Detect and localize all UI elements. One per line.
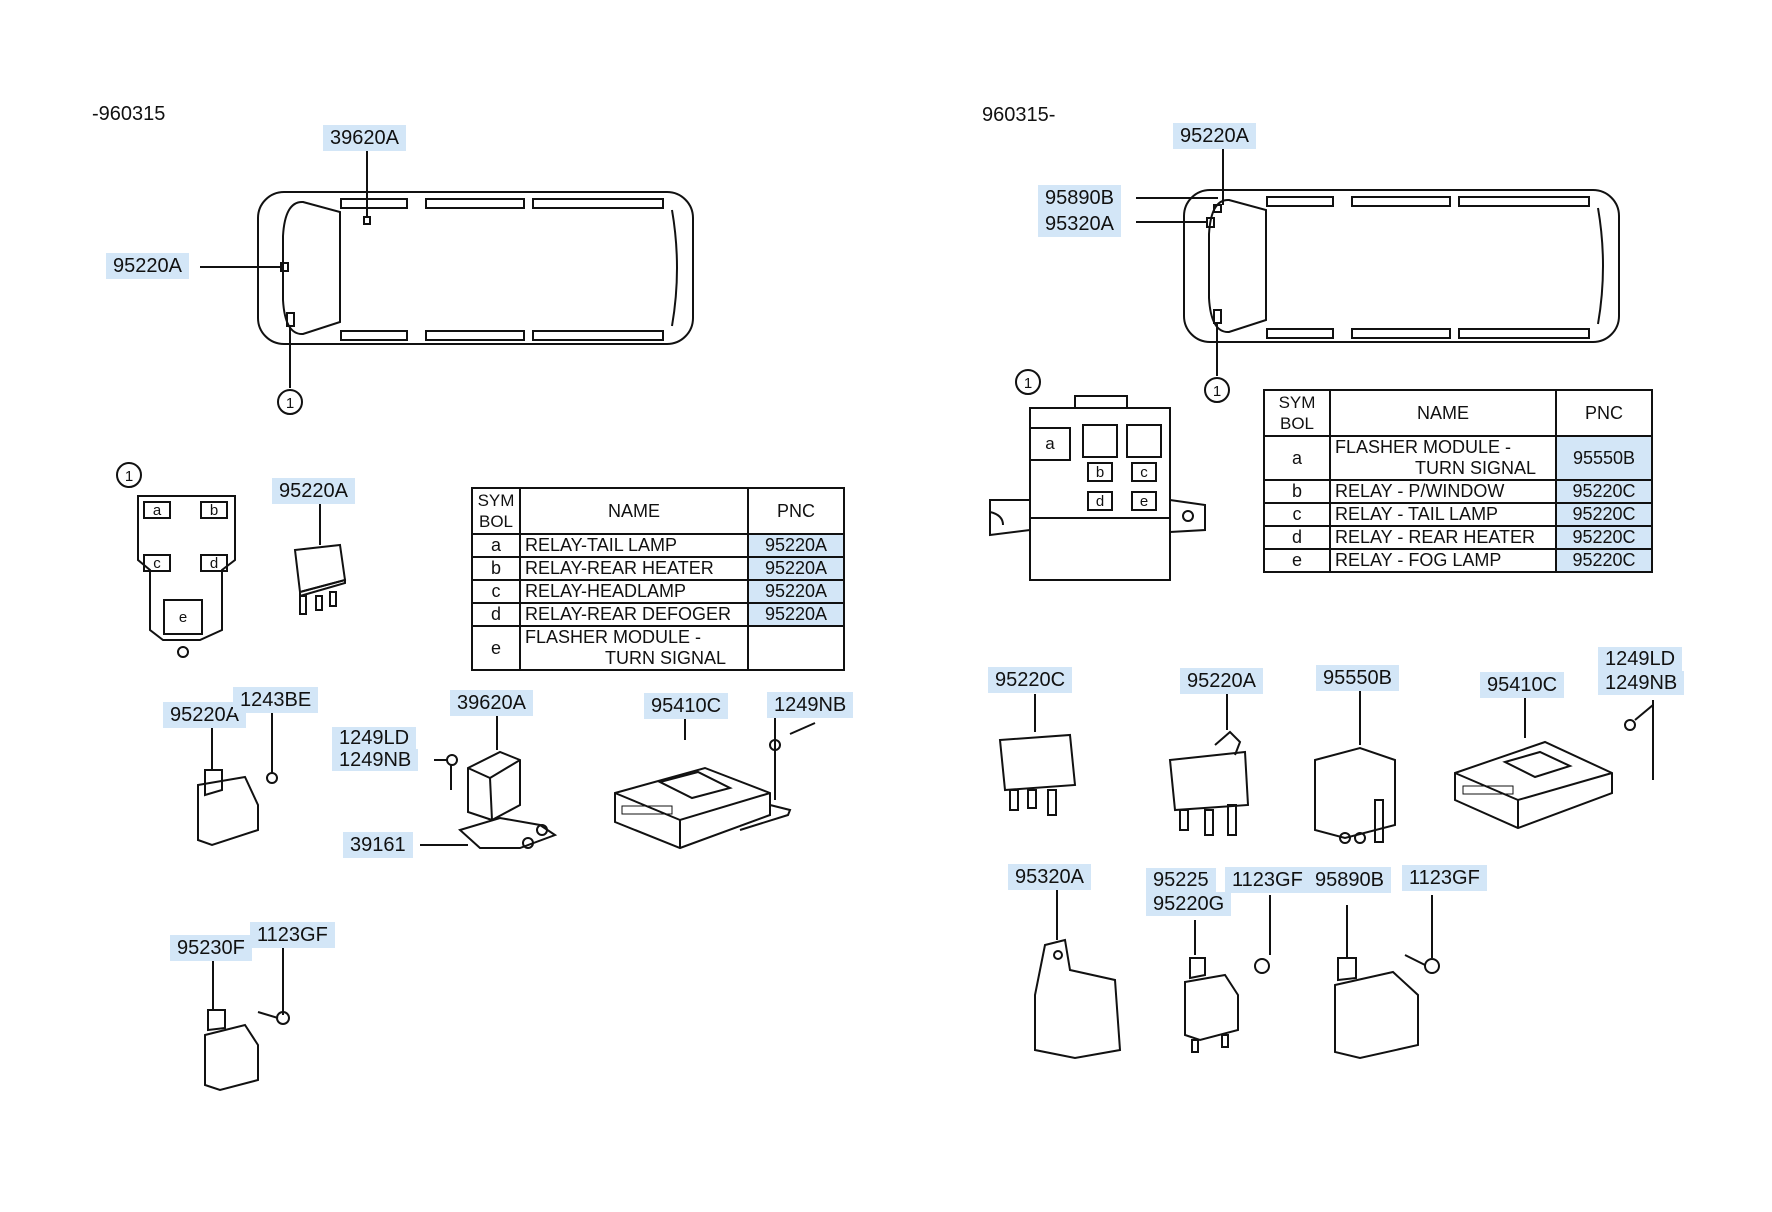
table-header-name: NAME: [519, 487, 749, 535]
relay-95890b-part: [1334, 895, 1440, 1060]
pnc-cell[interactable]: 95220A: [747, 556, 845, 581]
module-connector-pins: [1462, 785, 1514, 795]
flasher-module-part: [1314, 684, 1396, 844]
part-label-39161[interactable]: 39161: [343, 832, 413, 858]
relay-box-left: [116, 462, 236, 658]
period-label-right: 960315-: [982, 104, 1056, 126]
part-label-1243be[interactable]: 1243BE: [233, 687, 319, 713]
relay-slot-e: e: [179, 609, 187, 626]
horn-relay-part: [420, 713, 558, 849]
part-label-39620a[interactable]: 39620A: [323, 125, 406, 151]
part-label-39620a[interactable]: 39620A: [450, 690, 533, 716]
part-label-95320a[interactable]: 95320A: [1008, 864, 1091, 890]
pnc-cell[interactable]: 95220A: [747, 579, 845, 604]
control-module-right: [1454, 686, 1654, 830]
callout-circle: [277, 389, 303, 415]
relay-slot-d: d: [1096, 493, 1104, 510]
relay-slot-c: c: [153, 555, 161, 572]
relay-95225-part: [1184, 895, 1271, 1053]
callout-number: 1: [1213, 383, 1221, 400]
pnc-cell[interactable]: 95220A: [747, 602, 845, 627]
relay-bracket-part-left: [197, 713, 278, 847]
relay-95220c-part: [998, 694, 1077, 816]
relay-slot-a: a: [1045, 434, 1055, 453]
period-label-left: -960315: [92, 103, 166, 125]
part-label-95220a[interactable]: 95220A: [272, 478, 355, 504]
part-label-1123gf[interactable]: 1123GF: [1225, 867, 1310, 893]
relay-box-right: [989, 369, 1206, 581]
callout-number: 1: [125, 468, 133, 485]
part-label-95220a[interactable]: 95220A: [1173, 123, 1256, 149]
part-label-95550b[interactable]: 95550B: [1316, 665, 1399, 691]
relay-slot-b: b: [210, 502, 218, 519]
part-label-95230f[interactable]: 95230F: [170, 935, 252, 961]
control-module-left: [614, 700, 816, 850]
pnc-cell[interactable]: 95220A: [747, 533, 845, 558]
table-header-pnc: PNC: [747, 487, 845, 535]
small-relay-part-left: [204, 945, 290, 1092]
relay-slot-e: e: [1140, 493, 1148, 510]
table-header-pnc: PNC: [1555, 389, 1653, 437]
pnc-cell[interactable]: 95220C: [1555, 479, 1653, 504]
part-label-95890b[interactable]: 95890B: [1038, 185, 1121, 211]
vehicle-outline-right: [1136, 148, 1620, 403]
callout-number: 1: [1024, 375, 1032, 392]
relay-slot-b: b: [1096, 464, 1104, 481]
part-label-1249ld[interactable]: 1249LD: [332, 727, 417, 749]
part-label-95220a[interactable]: 95220A: [1180, 668, 1263, 694]
part-label-95220g[interactable]: 95220G: [1146, 892, 1232, 916]
relay-95220a-part-right: [1168, 693, 1250, 836]
module-connector-pins: [621, 805, 673, 815]
relay-slot-d: d: [210, 555, 218, 572]
table-header-name: NAME: [1329, 389, 1557, 437]
pnc-cell[interactable]: 95550B: [1555, 435, 1653, 481]
pnc-cell[interactable]: 95220C: [1555, 525, 1653, 550]
part-label-95890b[interactable]: 95890B: [1308, 867, 1391, 893]
part-label-1123gf[interactable]: 1123GF: [1402, 865, 1487, 891]
part-label-1249nb[interactable]: 1249NB: [332, 749, 419, 771]
pnc-cell[interactable]: 95220C: [1555, 548, 1653, 573]
part-label-95410c[interactable]: 95410C: [1480, 672, 1565, 698]
part-label-1249nb[interactable]: 1249NB: [1598, 671, 1685, 695]
relay-part-left: [293, 503, 347, 615]
part-label-1249nb[interactable]: 1249NB: [767, 692, 854, 718]
part-label-95220a[interactable]: 95220A: [106, 253, 189, 279]
relay-slot-a: a: [153, 502, 162, 519]
relay-95320a-part: [1034, 890, 1122, 1060]
part-label-1123gf[interactable]: 1123GF: [250, 922, 335, 948]
part-label-1249ld[interactable]: 1249LD: [1598, 647, 1683, 671]
relay-slot-c: c: [1140, 464, 1148, 481]
part-label-95220c[interactable]: 95220C: [988, 667, 1073, 693]
pnc-cell[interactable]: 95220C: [1555, 502, 1653, 527]
vehicle-outline-left: [200, 148, 694, 415]
part-label-95410c[interactable]: 95410C: [644, 693, 729, 719]
part-label-95220a[interactable]: 95220A: [163, 702, 246, 728]
part-label-95225[interactable]: 95225: [1146, 868, 1216, 892]
pnc-cell: [747, 625, 845, 671]
part-label-95320a[interactable]: 95320A: [1038, 211, 1121, 237]
callout-number: 1: [286, 395, 294, 412]
